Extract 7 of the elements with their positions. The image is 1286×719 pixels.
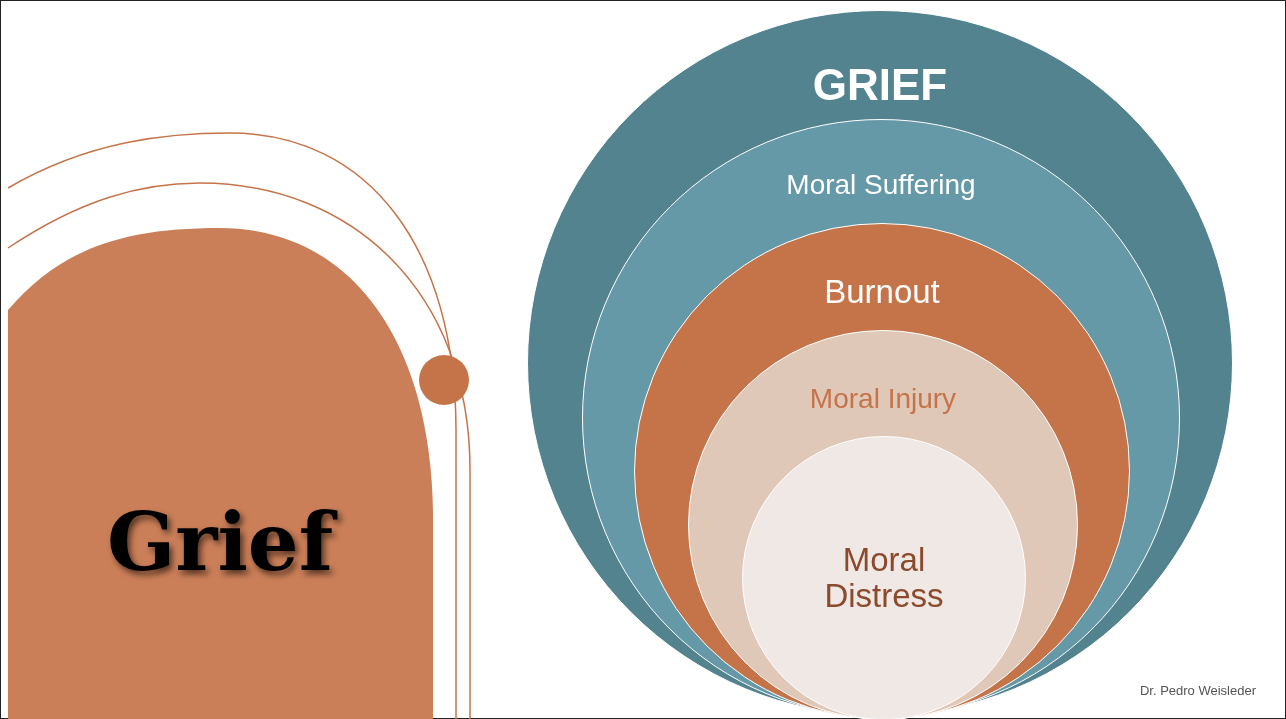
circle-label: Burnout: [823, 274, 941, 311]
author-credit: Dr. Pedro Weisleder: [1139, 683, 1256, 698]
circle-label: Moral Suffering: [785, 170, 977, 201]
circle-label: Moral Distress: [823, 541, 945, 615]
slide-title: Grief: [60, 495, 380, 589]
circle-label: GRIEF: [811, 61, 949, 110]
circle-label: Moral Injury: [808, 384, 958, 415]
